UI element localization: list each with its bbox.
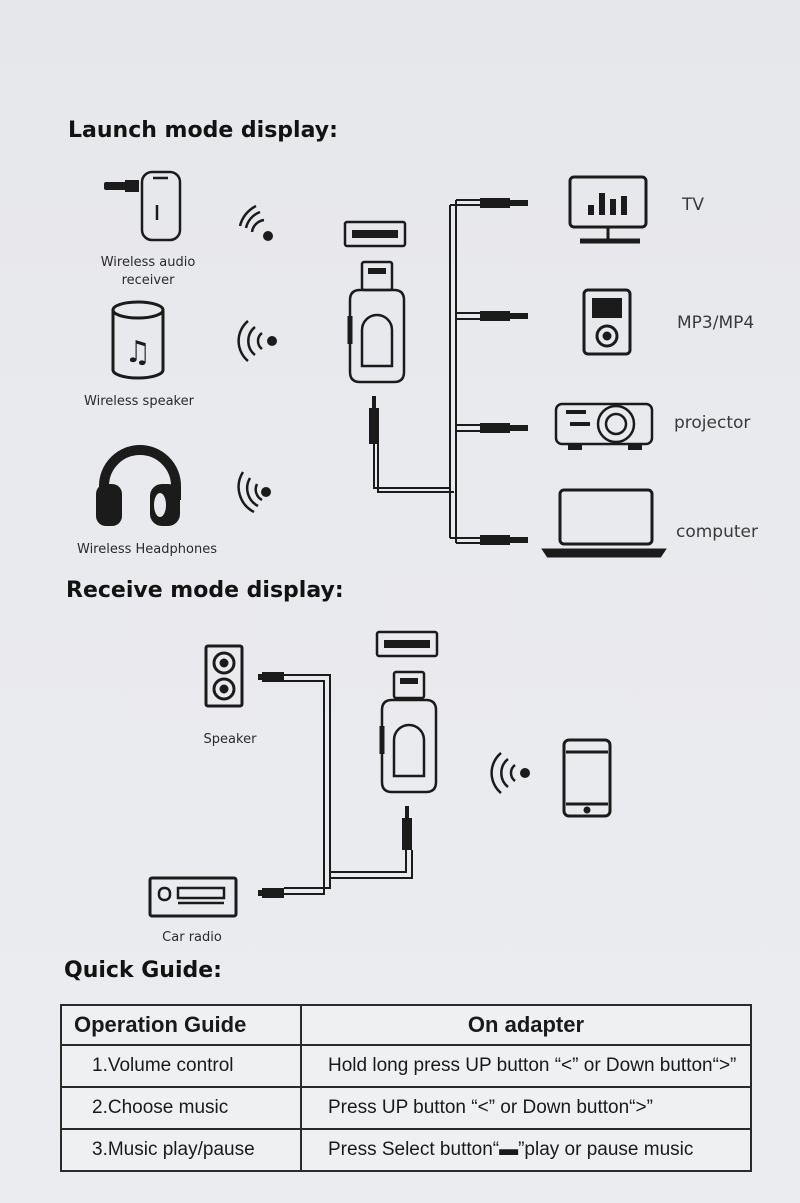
wifi-signal-icon: [237, 471, 271, 514]
launch-mode-title: Launch mode display:: [68, 118, 338, 143]
operation-cell: 3.Music play/pause: [60, 1128, 302, 1172]
label-tv: TV: [682, 195, 705, 215]
table-row: 3.Music play/pause Press Select button“▬…: [60, 1128, 752, 1172]
quick-guide-table: Operation Guide On adapter 1.Volume cont…: [60, 1004, 752, 1172]
aux-jack-icon: [480, 198, 528, 545]
aux-jack-icon: [258, 672, 284, 898]
label-speaker: Speaker: [203, 732, 257, 747]
operation-cell: 2.Choose music: [60, 1086, 302, 1130]
label-car-radio: Car radio: [162, 930, 222, 945]
projector-icon: [554, 402, 654, 450]
headphones-icon: [96, 445, 181, 526]
car-radio-icon: [148, 876, 238, 918]
table-row: 1.Volume control Hold long press UP butt…: [60, 1044, 752, 1088]
operation-cell: 1.Volume control: [60, 1044, 302, 1088]
header-on-adapter: On adapter: [300, 1004, 752, 1046]
tv-icon: [568, 175, 648, 244]
label-mp3-mp4: MP3/MP4: [677, 313, 755, 333]
smartphone-icon: [562, 738, 612, 818]
label-wireless-audio-receiver: Wireless audio receiver: [100, 255, 196, 288]
laptop-icon: [541, 488, 667, 558]
receive-cables: [284, 674, 413, 895]
aux-plug-icon: [402, 806, 412, 850]
svg-text:♫: ♫: [125, 335, 152, 370]
label-wireless-speaker: Wireless speaker: [84, 394, 194, 409]
quick-guide-title: Quick Guide:: [64, 958, 222, 983]
instruction-cell: Press Select button“▬”play or pause musi…: [300, 1128, 752, 1172]
speaker-cylinder-icon: ♫: [111, 300, 165, 380]
instruction-cell: Hold long press UP button “<” or Down bu…: [300, 1044, 752, 1088]
mp3-player-icon: [582, 288, 632, 356]
launch-cables: [373, 199, 480, 544]
usb-adapter-icon: [343, 220, 407, 384]
connection-diagram: ♫: [96, 170, 667, 918]
label-projector: projector: [674, 413, 751, 433]
table-row: 2.Choose music Press UP button “<” or Do…: [60, 1086, 752, 1130]
label-computer: computer: [676, 522, 758, 542]
wifi-signal-icon: [238, 204, 273, 241]
header-operation-guide: Operation Guide: [60, 1004, 302, 1046]
table-header-row: Operation Guide On adapter: [60, 1004, 752, 1046]
aux-plug-icon: [369, 396, 379, 444]
audio-receiver-icon: [104, 170, 182, 242]
wifi-signal-icon: [237, 320, 277, 362]
receive-mode-title: Receive mode display:: [66, 578, 344, 603]
speaker-box-icon: [204, 644, 244, 708]
wifi-signal-icon: [490, 752, 530, 794]
label-wireless-headphones: Wireless Headphones: [77, 542, 217, 557]
usb-adapter-icon: [375, 630, 439, 794]
instruction-cell: Press UP button “<” or Down button“>”: [300, 1086, 752, 1130]
